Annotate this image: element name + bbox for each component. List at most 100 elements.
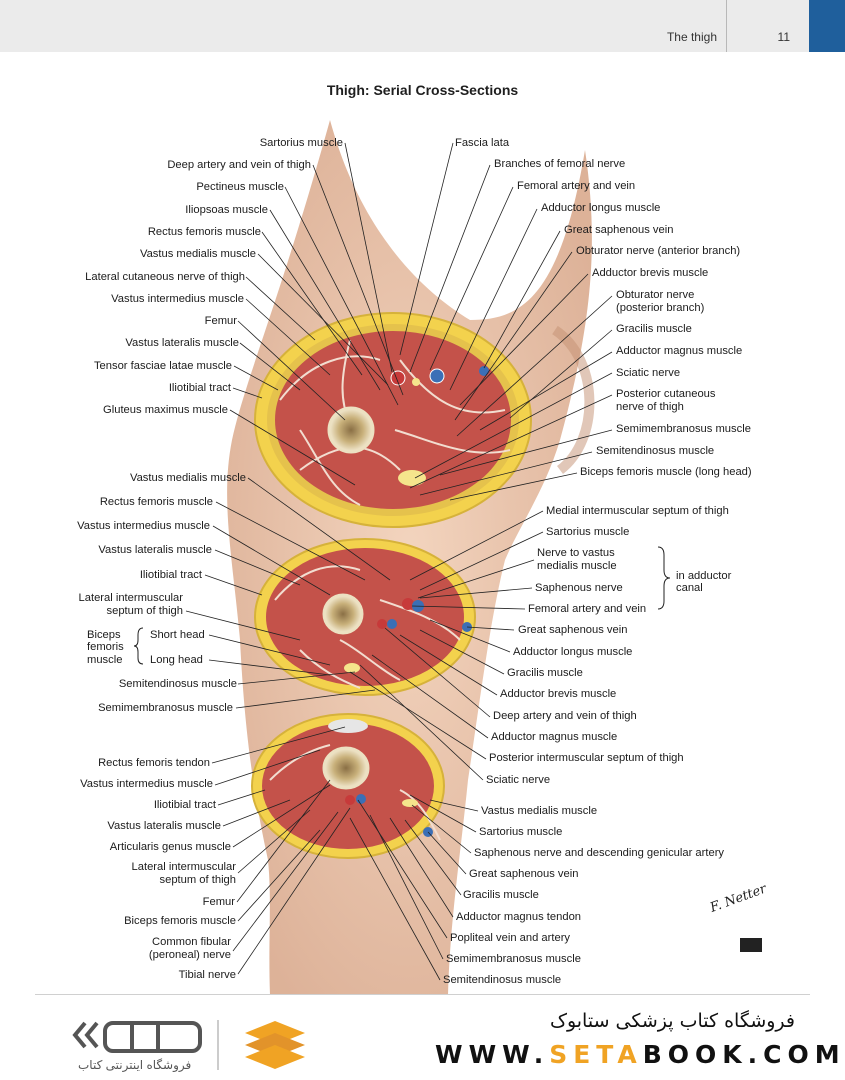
label-femur-3: Femur	[202, 896, 235, 908]
label-vastus-lateralis-1: Vastus lateralis muscle	[125, 337, 239, 349]
label-semimembranosus-3: Semimembranosus muscle	[446, 953, 581, 965]
label-lateral-intermuscular-2b: septum of thigh	[106, 605, 184, 617]
header-divider	[726, 0, 727, 52]
label-rectus-femoris-2: Rectus femoris muscle	[99, 496, 213, 508]
label-iliotibial-2: Iliotibial tract	[139, 569, 202, 581]
artist-signature: F. Netter	[707, 881, 769, 916]
label-gracilis-3: Gracilis muscle	[463, 889, 539, 901]
label-great-saphenous-2: Great saphenous vein	[518, 624, 628, 636]
label-vastus-intermedius-2: Vastus intermedius muscle	[77, 520, 210, 532]
label-biceps-femoris: femoris	[87, 641, 124, 653]
cross-section-lower	[251, 713, 445, 859]
label-femoral-artery-2: Femoral artery and vein	[528, 603, 647, 615]
label-saphenous-genicular: Saphenous nerve and descending genicular…	[474, 847, 725, 859]
label-posterior-intermuscular: Posterior intermuscular septum of thigh	[489, 752, 684, 764]
label-vastus-medialis-2: Vastus medialis muscle	[129, 472, 246, 484]
label-vastus-medialis-3: Vastus medialis muscle	[481, 805, 598, 817]
label-great-saphenous-3: Great saphenous vein	[469, 868, 579, 880]
label-semitendinosus-3: Semitendinosus muscle	[443, 974, 562, 986]
label-gluteus-maximus: Gluteus maximus muscle	[103, 404, 228, 416]
label-tibial-nerve: Tibial nerve	[178, 969, 236, 981]
label-long-head: Long head	[150, 654, 203, 666]
publisher-logo	[740, 938, 762, 952]
label-semimembranosus-1: Semimembranosus muscle	[616, 423, 751, 435]
setabook-logo	[72, 1020, 305, 1070]
thigh-illustration: F. Netter	[133, 120, 769, 995]
figure-title: Thigh: Serial Cross-Sections	[326, 82, 519, 98]
label-medial-intermuscular: Medial intermuscular septum of thigh	[546, 505, 729, 517]
url-prefix: WWW.	[435, 1040, 550, 1069]
label-sartorius-2: Sartorius muscle	[546, 526, 630, 538]
url-suffix: BOOK.COM	[642, 1040, 845, 1069]
label-adductor-longus-2: Adductor longus muscle	[513, 646, 633, 658]
label-lateral-intermuscular-2: Lateral intermuscular	[78, 592, 183, 604]
label-deep-artery-1: Deep artery and vein of thigh	[167, 159, 311, 171]
leader-lines	[185, 142, 613, 981]
label-canal: canal	[676, 582, 703, 594]
label-short-head: Short head	[150, 629, 205, 641]
label-adductor-magnus-tendon: Adductor magnus tendon	[456, 911, 582, 923]
label-common-fibular: Common fibular	[152, 936, 231, 948]
label-lateral-cutaneous: Lateral cutaneous nerve of thigh	[85, 271, 245, 283]
label-obturator-posterior: Obturator nerve	[616, 289, 695, 301]
logo-caption: فروشگاه اینترنتی کتاب	[78, 1058, 192, 1072]
url-accent: SETA	[549, 1040, 643, 1069]
label-semitendinosus-1: Semitendinosus muscle	[596, 445, 715, 457]
label-branches-femoral: Branches of femoral nerve	[494, 158, 626, 170]
cross-section-upper	[254, 312, 532, 528]
label-vastus-lateralis-3: Vastus lateralis muscle	[107, 820, 221, 832]
biceps-brace	[133, 627, 144, 665]
canal-brace	[657, 546, 671, 610]
page-number: 11	[777, 30, 790, 44]
label-obturator-posterior-2: (posterior branch)	[616, 302, 705, 314]
label-sartorius-1: Sartorius muscle	[259, 137, 343, 149]
label-posterior-cutaneous-2: nerve of thigh	[616, 401, 684, 413]
store-name: فروشگاه کتاب پزشکی ستابوک	[549, 1010, 795, 1032]
label-tensor-fasciae: Tensor fasciae latae muscle	[93, 360, 232, 372]
label-iliotibial-1: Iliotibial tract	[168, 382, 231, 394]
label-obturator-anterior: Obturator nerve (anterior branch)	[576, 245, 741, 257]
page-header: The thigh 11	[0, 0, 845, 52]
label-femur-1: Femur	[204, 315, 237, 327]
cross-section-middle	[254, 538, 476, 696]
label-nerve-to-vastus-2: medialis muscle	[537, 560, 617, 572]
label-rectus-femoris-tendon: Rectus femoris tendon	[98, 757, 210, 769]
label-sciatic-2: Sciatic nerve	[486, 774, 551, 786]
label-saphenous-nerve-2: Saphenous nerve	[535, 582, 623, 594]
label-iliotibial-3: Iliotibial tract	[153, 799, 216, 811]
label-sciatic-1: Sciatic nerve	[616, 367, 681, 379]
label-biceps: Biceps	[87, 629, 121, 641]
label-iliopsoas: Iliopsoas muscle	[185, 204, 268, 216]
label-vastus-medialis-1: Vastus medialis muscle	[139, 248, 256, 260]
label-nerve-to-vastus: Nerve to vastus	[537, 547, 615, 559]
label-adductor-brevis-1: Adductor brevis muscle	[592, 267, 709, 279]
store-url[interactable]: WWW.SETABOOK.COM	[435, 1040, 845, 1069]
label-gracilis-1: Gracilis muscle	[616, 323, 692, 335]
label-popliteal: Popliteal vein and artery	[450, 932, 571, 944]
label-adductor-magnus-1: Adductor magnus muscle	[616, 345, 743, 357]
label-adductor-magnus-2: Adductor magnus muscle	[491, 731, 618, 743]
footer-divider	[35, 994, 810, 995]
label-posterior-cutaneous: Posterior cutaneous	[616, 388, 716, 400]
label-adductor-brevis-2: Adductor brevis muscle	[500, 688, 617, 700]
label-great-saphenous-1: Great saphenous vein	[564, 224, 674, 236]
label-fascia-lata: Fascia lata	[455, 137, 510, 149]
section-title: The thigh	[666, 30, 717, 44]
label-sartorius-3: Sartorius muscle	[479, 826, 563, 838]
label-common-fibular-2: (peroneal) nerve	[148, 949, 231, 961]
label-vastus-lateralis-2: Vastus lateralis muscle	[98, 544, 212, 556]
label-pectineus: Pectineus muscle	[196, 181, 284, 193]
label-biceps-long-head-1: Biceps femoris muscle (long head)	[580, 466, 752, 478]
label-gracilis-2: Gracilis muscle	[507, 667, 583, 679]
label-lateral-intermuscular-3b: septum of thigh	[159, 874, 237, 886]
label-rectus-femoris-1: Rectus femoris muscle	[147, 226, 261, 238]
label-semitendinosus-2: Semitendinosus muscle	[118, 678, 237, 690]
svg-text:F. Netter: F. Netter	[707, 881, 769, 916]
label-deep-artery-2: Deep artery and vein of thigh	[493, 710, 637, 722]
label-lateral-intermuscular-3: Lateral intermuscular	[131, 861, 236, 873]
label-biceps-muscle: muscle	[87, 654, 123, 666]
label-femoral-artery-1: Femoral artery and vein	[517, 180, 636, 192]
label-articularis-genus: Articularis genus muscle	[109, 841, 231, 853]
chapter-tab	[809, 0, 845, 52]
label-vastus-intermedius-3: Vastus intermedius muscle	[80, 778, 213, 790]
